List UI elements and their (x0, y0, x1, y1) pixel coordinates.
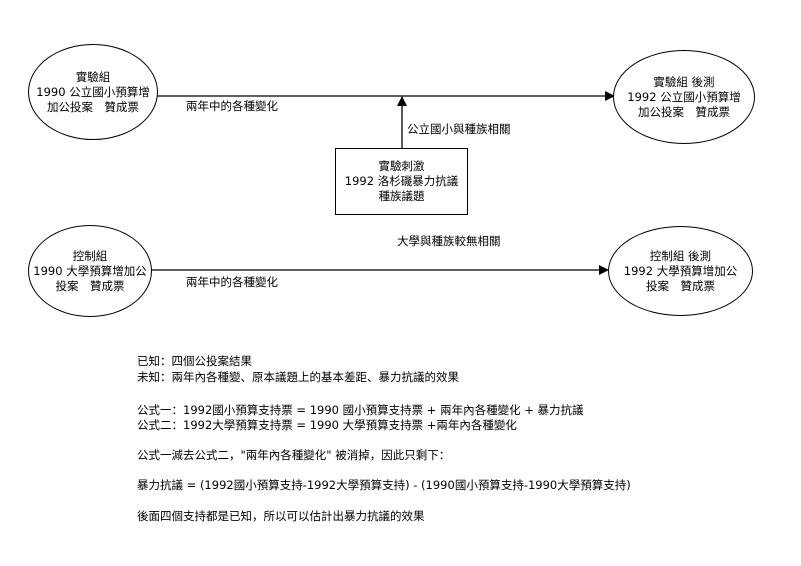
formula-two-line: 公式二：1992大學預算支持票 = 1990 大學預算支持票 +兩年內各種變化 (137, 418, 517, 432)
result-line: 暴力抗議 = (1992國小預算支持-1992大學預算支持) - (1990國小… (137, 478, 631, 492)
stimulus-edge-label: 公立國小與種族相關 (407, 122, 511, 136)
bottom-edge-label: 兩年中的各種變化 (186, 275, 278, 289)
unknown-line: 未知：兩年內各種變、原本議題上的基本差距、暴力抗議的效果 (137, 370, 459, 384)
experimental-posttest-node: 實驗組 後測 1992 公立國小預算增 加公投案 贊成票 (613, 50, 755, 144)
control-posttest-node: 控制組 後測 1992 大學預算增加公 投案 贊成票 (608, 226, 753, 316)
known-line: 已知：四個公投案結果 (137, 354, 252, 368)
stimulus-text: 實驗刺激 1992 洛杉磯暴力抗議 種族議題 (344, 159, 459, 203)
conclusion-line: 後面四個支持都是已知，所以可以估計出暴力抗議的效果 (137, 509, 425, 523)
stimulus-box: 實驗刺激 1992 洛杉磯暴力抗議 種族議題 (335, 148, 468, 215)
formula-one-line: 公式一：1992國小預算支持票 = 1990 國小預算支持票 + 兩年內各種變化… (137, 403, 584, 417)
university-relation-label: 大學與種族較無相關 (397, 234, 501, 248)
top-edge-label: 兩年中的各種變化 (186, 99, 278, 113)
experimental-pretest-node: 實驗組 1990 公立國小預算增 加公投案 贊成票 (28, 44, 158, 140)
control-pretest-node: 控制組 1990 大學預算增加公 投案 贊成票 (28, 225, 152, 317)
experimental-pretest-text: 實驗組 1990 公立國小預算增 加公投案 贊成票 (36, 69, 150, 114)
experimental-posttest-text: 實驗組 後測 1992 公立國小預算增 加公投案 贊成票 (627, 74, 741, 119)
control-posttest-text: 控制組 後測 1992 大學預算增加公 投案 贊成票 (623, 248, 738, 293)
subtraction-line: 公式一減去公式二，"兩年內各種變化" 被消掉，因此只剩下： (137, 448, 451, 462)
control-pretest-text: 控制組 1990 大學預算增加公 投案 贊成票 (33, 248, 147, 293)
